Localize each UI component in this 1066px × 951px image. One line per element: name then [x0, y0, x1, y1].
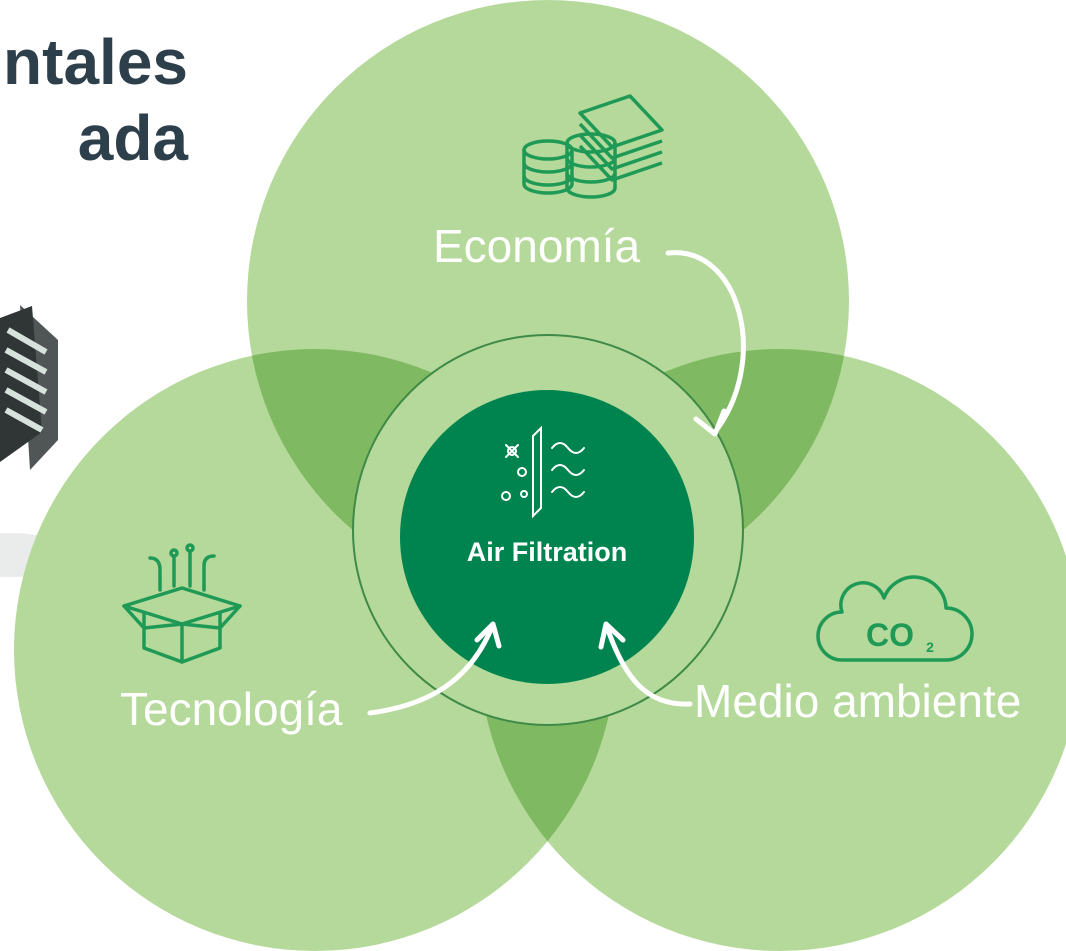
economy-arrow-head: [693, 408, 727, 437]
page-heading: ntales ada: [0, 24, 188, 176]
economy-label: Economía: [433, 220, 641, 272]
heading-container: ntales ada: [0, 0, 200, 200]
co2-icon-subscript: 2: [926, 639, 934, 655]
technology-arrow: [367, 624, 495, 716]
economy-arrow: [665, 250, 746, 435]
center-circle: [400, 390, 694, 684]
technology-box-icon: [122, 543, 242, 664]
air-filtration-label: Air Filtration: [466, 537, 628, 567]
environment-arrow-head: [598, 621, 626, 650]
heading-line-2: ada: [77, 102, 188, 174]
money-stack-icon: [522, 94, 664, 199]
air-filter-icon: [501, 425, 585, 519]
inner-ring: [352, 334, 744, 726]
environment-arrow: [604, 624, 693, 707]
technology-arrow-head: [474, 621, 502, 649]
technology-label: Tecnología: [120, 683, 343, 735]
co2-icon-text: CO: [866, 617, 914, 653]
environment-label: Medio ambiente: [694, 675, 1022, 727]
heading-line-1: ntales: [3, 26, 188, 98]
co2-cloud-icon: CO 2: [816, 575, 974, 662]
